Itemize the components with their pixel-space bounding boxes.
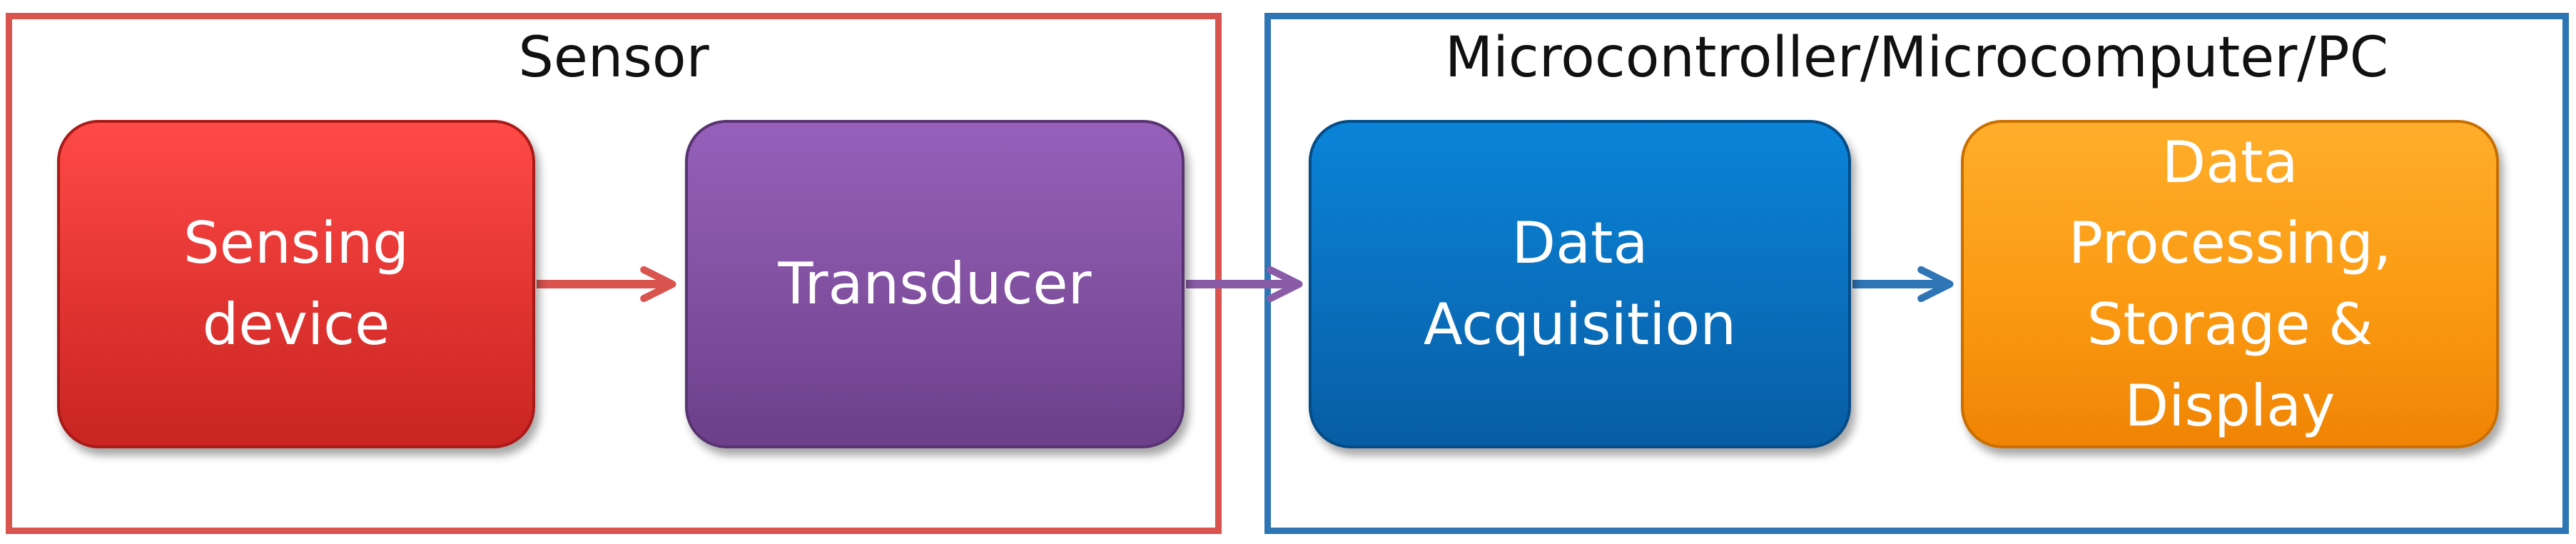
data-acquisition-label: Data Acquisition <box>1423 210 1737 358</box>
data-processing-label: Data Processing, Storage & Display <box>2068 129 2392 439</box>
sensing-device-label: Sensing device <box>183 210 410 358</box>
transducer-label: Transducer <box>778 251 1092 318</box>
computer-group-title: Microcontroller/Microcomputer/PC <box>1444 26 2389 90</box>
data-processing-block: Data Processing, Storage & Display <box>1961 120 2499 448</box>
sensor-group-frame <box>6 13 1222 534</box>
sensing-device-block: Sensing device <box>57 120 535 448</box>
sensor-group-title: Sensor <box>518 26 709 90</box>
data-acquisition-block: Data Acquisition <box>1309 120 1851 448</box>
transducer-block: Transducer <box>685 120 1185 448</box>
